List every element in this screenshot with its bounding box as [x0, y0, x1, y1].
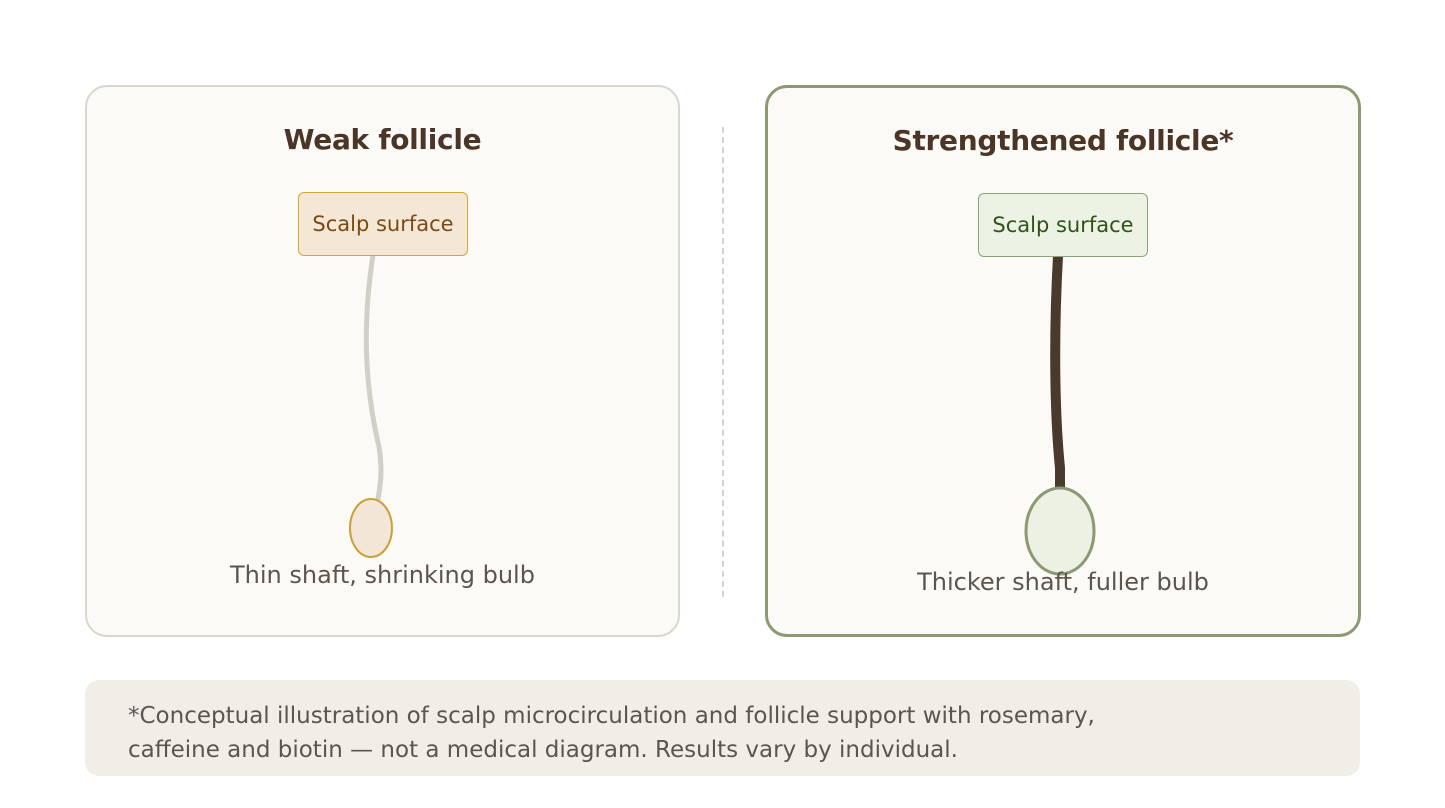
scalp-surface-label-weak: Scalp surface	[298, 192, 468, 256]
shrinking-bulb	[349, 498, 393, 558]
strengthened-follicle-caption: Thicker shaft, fuller bulb	[917, 568, 1209, 596]
weak-follicle-illustration	[349, 252, 393, 558]
thick-hair-shaft	[1050, 251, 1065, 495]
weak-follicle-title: Weak follicle	[283, 123, 482, 156]
footnote-line-1: *Conceptual illustration of scalp microc…	[128, 703, 1095, 729]
strengthened-follicle-panel: Strengthened follicle* Scalp surface Thi…	[765, 85, 1361, 637]
weak-follicle-caption: Thin shaft, shrinking bulb	[230, 561, 535, 589]
footnote-line-2: caffeine and biotin — not a medical diag…	[128, 737, 958, 763]
thin-hair-shaft	[363, 252, 384, 502]
disclaimer-footnote: *Conceptual illustration of scalp microc…	[85, 680, 1360, 776]
weak-follicle-panel: Weak follicle Scalp surface Thin shaft, …	[85, 85, 680, 637]
strengthened-follicle-title: Strengthened follicle*	[892, 124, 1234, 157]
panel-divider	[722, 127, 724, 597]
fuller-bulb	[1024, 486, 1096, 576]
strengthened-follicle-illustration	[1024, 251, 1096, 576]
scalp-surface-label-strong: Scalp surface	[978, 193, 1148, 257]
